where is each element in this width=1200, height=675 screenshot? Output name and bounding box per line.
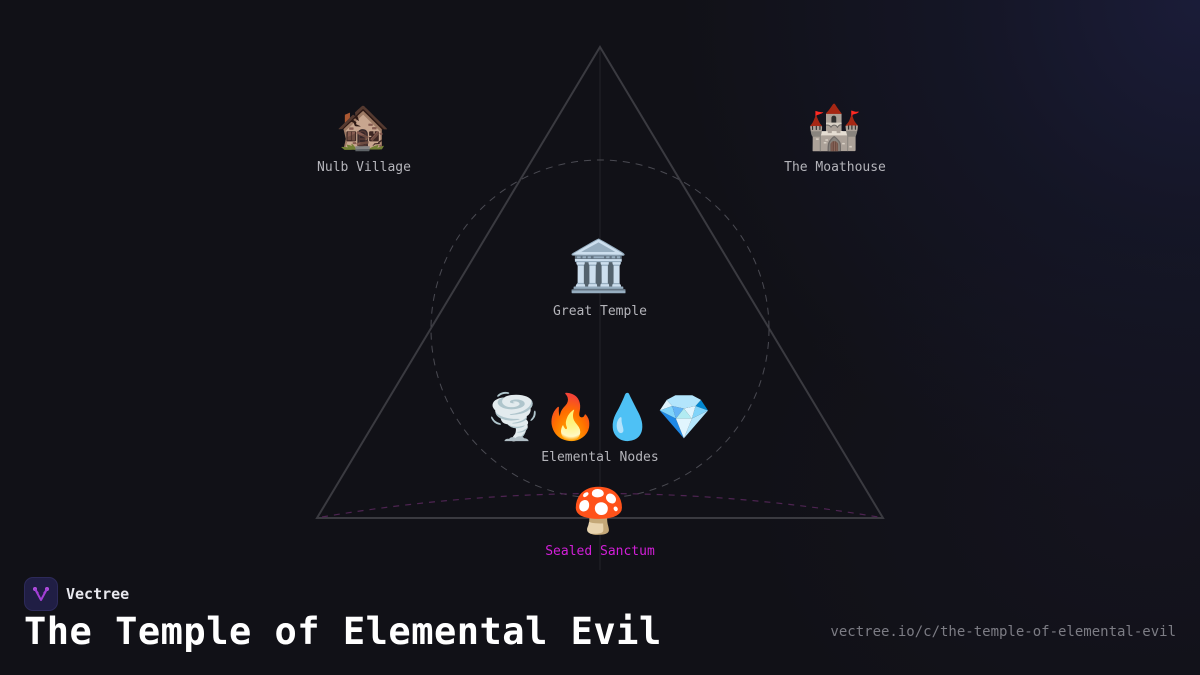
classical-building-icon: 🏛️ — [567, 237, 633, 295]
node-label: Sealed Sanctum — [545, 544, 655, 559]
node-the-moathouse[interactable]: 🏰 The Moathouse — [784, 102, 886, 175]
brand-name: Vectree — [66, 585, 130, 603]
page-url[interactable]: vectree.io/c/the-temple-of-elemental-evi… — [830, 624, 1176, 640]
node-elemental-nodes[interactable]: 🌪️🔥💧💎 Elemental Nodes — [486, 392, 713, 465]
sanctum-arc — [321, 492, 879, 518]
node-nulb-village[interactable]: 🏚️ Nulb Village — [317, 102, 411, 175]
node-label: The Moathouse — [784, 160, 886, 175]
derelict-house-icon: 🏚️ — [335, 102, 393, 153]
node-label: Great Temple — [553, 304, 647, 319]
castle-icon: 🏰 — [806, 102, 864, 153]
dashed-circle — [430, 159, 770, 499]
node-sealed-sanctum[interactable]: 🍄 Sealed Sanctum — [545, 486, 655, 559]
node-great-temple[interactable]: 🏛️ Great Temple — [553, 240, 647, 319]
node-label: Elemental Nodes — [541, 450, 659, 465]
vectree-logo-icon — [24, 577, 58, 611]
triangle-outline — [315, 45, 885, 519]
node-label: Nulb Village — [317, 160, 411, 175]
page-title: The Temple of Elemental Evil — [24, 610, 662, 653]
elements-icon: 🌪️🔥💧💎 — [486, 392, 714, 443]
mushroom-icon: 🍄 — [571, 486, 629, 537]
brand[interactable]: Vectree — [24, 577, 129, 611]
